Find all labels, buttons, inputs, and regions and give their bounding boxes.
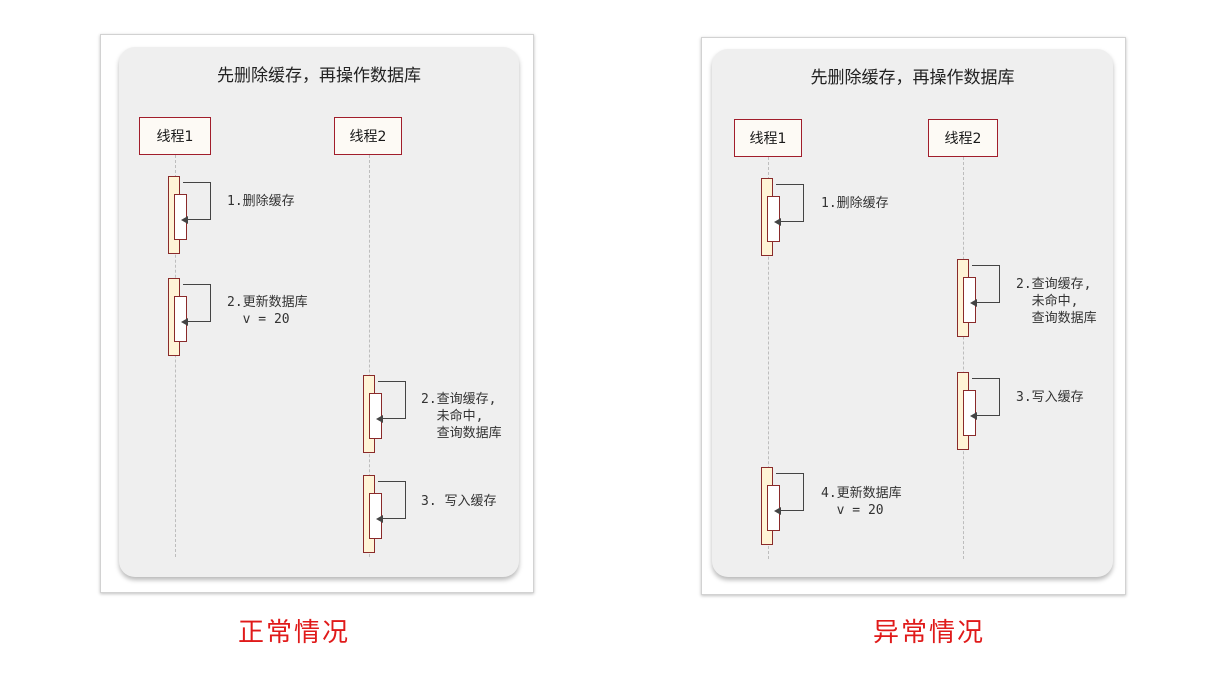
left-self-arrow-3 (376, 381, 406, 423)
left-diagram-card: 先删除缓存，再操作数据库 线程1 线程2 1.删除缓存 2.更新数据库 v = … (119, 47, 519, 577)
left-lifeline-thread2 (369, 155, 370, 557)
right-message-1: 1.删除缓存 (821, 196, 889, 211)
left-actor-thread2: 线程2 (334, 117, 402, 155)
right-self-arrow-3 (970, 378, 1000, 420)
left-actor-thread1: 线程1 (139, 117, 211, 155)
right-diagram-title: 先删除缓存，再操作数据库 (810, 68, 1015, 88)
right-actor-thread2: 线程2 (928, 119, 998, 157)
left-message-2: 2.更新数据库 v = 20 (227, 295, 308, 327)
left-message-3: 2.查询缓存, 未命中, 查询数据库 (421, 392, 502, 441)
right-self-arrow-2 (970, 265, 1000, 307)
right-lifeline-thread2 (963, 157, 964, 559)
right-message-3: 3.写入缓存 (1016, 390, 1084, 405)
right-lifeline-thread1 (768, 157, 769, 559)
left-lifeline-thread1 (175, 155, 176, 557)
right-self-arrow-1 (774, 184, 804, 226)
left-self-arrow-4 (376, 481, 406, 523)
right-actor-thread1: 线程1 (734, 119, 802, 157)
right-diagram-card: 先删除缓存，再操作数据库 线程1 线程2 1.删除缓存 2.查询缓存, 未命中,… (712, 49, 1113, 577)
right-message-4: 4.更新数据库 v = 20 (821, 486, 902, 518)
left-diagram-frame: 先删除缓存，再操作数据库 线程1 线程2 1.删除缓存 2.更新数据库 v = … (100, 34, 534, 593)
left-diagram-title: 先删除缓存，再操作数据库 (217, 66, 421, 86)
right-diagram-frame: 先删除缓存，再操作数据库 线程1 线程2 1.删除缓存 2.查询缓存, 未命中,… (701, 37, 1126, 595)
left-self-arrow-1 (181, 182, 211, 224)
left-self-arrow-2 (181, 284, 211, 326)
left-message-4: 3. 写入缓存 (421, 494, 497, 509)
left-caption: 正常情况 (238, 618, 351, 648)
left-message-1: 1.删除缓存 (227, 194, 295, 209)
right-self-arrow-4 (774, 473, 804, 515)
right-message-2: 2.查询缓存, 未命中, 查询数据库 (1016, 277, 1097, 326)
right-caption: 异常情况 (873, 618, 986, 648)
